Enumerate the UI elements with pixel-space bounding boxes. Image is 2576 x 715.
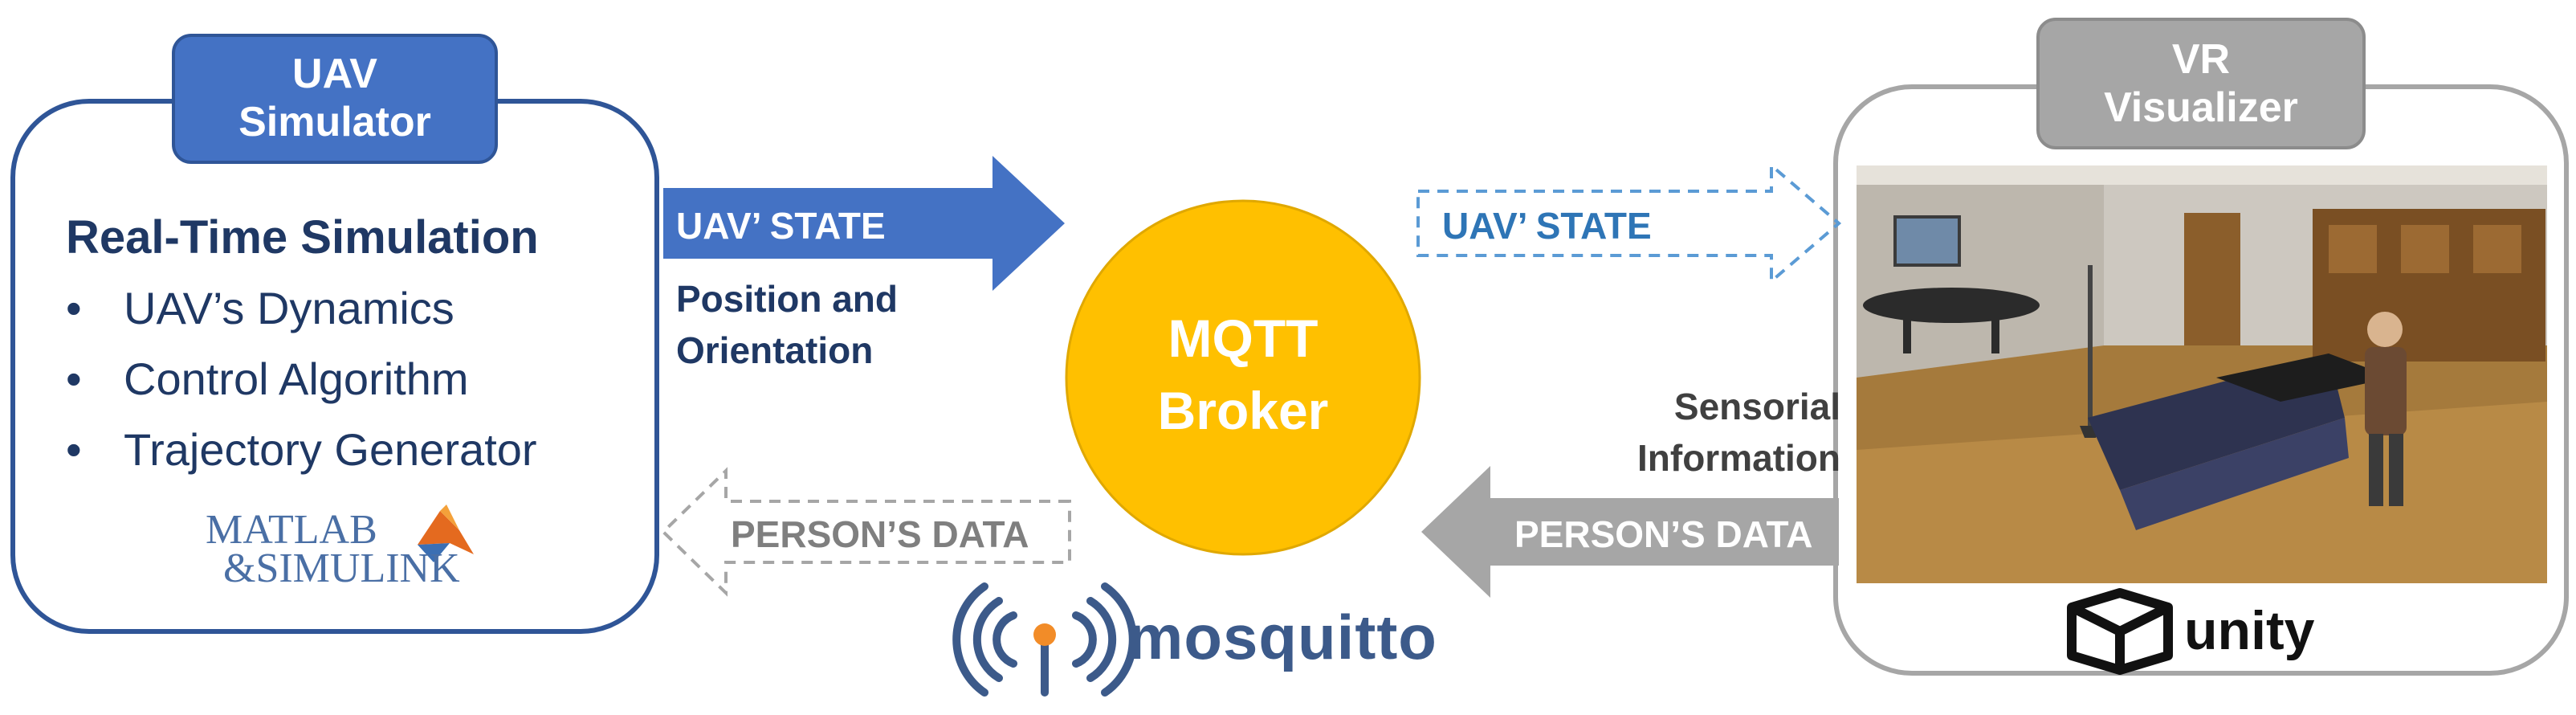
uav-state-solid-arrow (663, 156, 1065, 291)
information-label: Information (1637, 437, 1840, 479)
vr-scene-image (1857, 165, 2547, 583)
unity-logo-text: unity (2184, 600, 2315, 661)
person-data-solid-arrow (1421, 466, 1839, 598)
vr-visualizer-title-line2: Visualizer (2104, 84, 2298, 131)
vr-visualizer-title-line1: VR (2171, 36, 2231, 83)
unity-cube-icon (2067, 588, 2173, 675)
person-data-solid-label: PERSON’S DATA (1514, 513, 1813, 555)
position-label: Position and (676, 278, 898, 320)
bullet-dynamics: UAV’s Dynamics (66, 273, 537, 344)
matlab-simulink-logo: MATLAB &SIMULINK (206, 507, 460, 591)
simulation-heading: Real-Time Simulation (66, 211, 539, 264)
uav-simulator-title: UAV Simulator (173, 50, 496, 146)
uav-simulator-title-line1: UAV (292, 51, 377, 97)
mqtt-broker-label: MQTT Broker (1066, 302, 1420, 447)
mqtt-label: MQTT (1168, 308, 1319, 368)
broker-label: Broker (1157, 381, 1329, 440)
person-data-dashed-label: PERSON’S DATA (731, 513, 1029, 555)
bullet-trajectory: Trajectory Generator (66, 415, 537, 485)
uav-state-dashed-arrow (1416, 161, 1842, 285)
position-orientation-label: Position and Orientation (676, 273, 898, 376)
uav-simulator-title-line2: Simulator (238, 99, 431, 145)
bullet-control: Control Algorithm (66, 344, 537, 415)
mqtt-broker-circle (1065, 199, 1421, 556)
matlab-logo-text: MATLAB (206, 507, 377, 553)
mosquitto-antenna-dot (1033, 623, 1056, 646)
person-data-dashed-arrow (661, 467, 1071, 597)
sensorial-label: Sensorial (1673, 386, 1840, 427)
vr-visualizer-title-tab (2036, 18, 2366, 149)
uav-state-dashed-label: UAV’ STATE (1442, 205, 1652, 247)
uav-simulator-title-tab (172, 34, 498, 164)
orientation-label: Orientation (676, 329, 874, 371)
mosquitto-logo-text: mosquitto (1127, 602, 1437, 672)
matlab-membrane-icon (418, 505, 474, 562)
mosquitto-antenna-icon (952, 582, 1137, 697)
uav-state-solid-label: UAV’ STATE (676, 205, 886, 247)
vr-visualizer-title: VR Visualizer (2038, 35, 2364, 132)
simulink-logo-text: &SIMULINK (223, 545, 460, 591)
sensorial-information-label: Sensorial Information (1558, 381, 1840, 484)
simulation-bullet-list: UAV’s Dynamics Control Algorithm Traject… (66, 273, 537, 485)
